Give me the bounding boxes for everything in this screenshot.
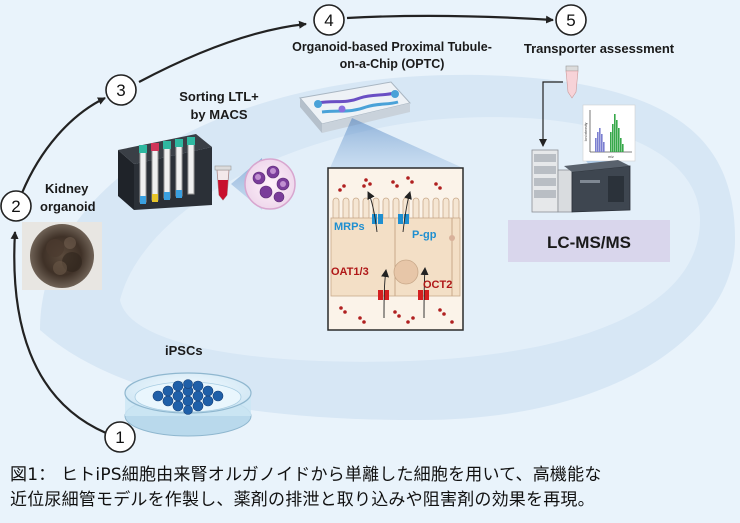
label-oct2: OCT2 (423, 279, 452, 291)
caption-line-1: 図1： ヒトiPS細胞由来腎オルガノイドから単離した細胞を用いて、高機能な (10, 465, 602, 485)
label-oat13: OAT1/3 (331, 266, 369, 278)
step-1-marker: 1 (104, 421, 136, 453)
label-organoid: organoid (40, 199, 96, 214)
label-optc-line2: on-a-Chip (OPTC) (340, 57, 445, 71)
step-1-number: 1 (115, 428, 124, 447)
step-4-number: 4 (324, 11, 333, 30)
label-pgp: P-gp (412, 229, 437, 241)
step-2-number: 2 (11, 197, 20, 216)
arrow-3-to-4 (138, 20, 307, 83)
lcms-label-box: LC-MS/MS (508, 220, 670, 262)
kidney-organoid-image (22, 222, 102, 290)
arrow-2-to-3 (20, 97, 106, 194)
lcms-label: LC-MS/MS (547, 233, 631, 252)
chromatogram-y-axis: Ion intensity (584, 122, 588, 141)
label-transporter-assessment: Transporter assessment (524, 41, 675, 56)
label-macs: by MACS (190, 107, 247, 122)
proximal-tubule-panel: MRPs P-gp OAT1/3 OCT2 (327, 167, 464, 331)
step-3-number: 3 (116, 81, 125, 100)
arrow-4-to-5 (346, 14, 554, 24)
label-mrps: MRPs (334, 221, 365, 233)
sample-tube-icon (214, 165, 232, 201)
step-3-marker: 3 (105, 74, 137, 106)
arrow-1-to-2 (10, 231, 107, 435)
arrow-vial-to-instrument (539, 81, 563, 147)
lcms-instrument-image (531, 149, 631, 213)
chromatogram-chart: Ion intensity m/z (582, 104, 636, 162)
sample-vial-icon (565, 65, 579, 99)
label-optc-line1: Organoid-based Proximal Tubule- (292, 40, 492, 54)
figure-caption: 図1： ヒトiPS細胞由来腎オルガノイドから単離した細胞を用いて、高機能な 近位… (10, 463, 735, 513)
sorted-cells-image (244, 158, 296, 210)
macs-rack-image (118, 134, 212, 210)
step-2-marker: 2 (0, 190, 32, 222)
step-5-marker: 5 (555, 4, 587, 36)
caption-line-2: 近位尿細管モデルを作製し、薬剤の排泄と取り込みや阻害剤の効果を再現。 (10, 490, 595, 510)
petri-dish-image (124, 372, 252, 437)
step-5-number: 5 (566, 11, 575, 30)
optc-chip-image (299, 81, 411, 133)
chromatogram-x-axis: m/z (608, 155, 614, 159)
label-kidney: Kidney (45, 181, 89, 196)
magnification-cone-chip (330, 118, 463, 168)
step-4-marker: 4 (313, 4, 345, 36)
label-ipscs: iPSCs (165, 343, 203, 358)
label-sorting: Sorting LTL+ (179, 89, 259, 104)
